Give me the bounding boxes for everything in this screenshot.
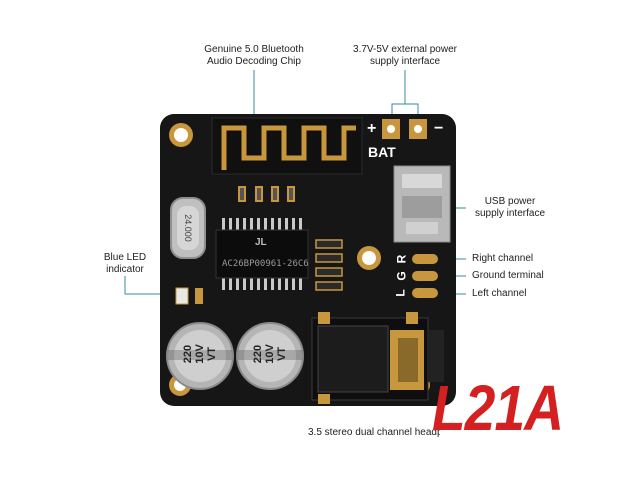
- power-callout-label: 3.7V-5V external power supply interface: [345, 44, 465, 68]
- chip-callout-label: Genuine 5.0 Bluetooth Audio Decoding Chi…: [196, 44, 312, 68]
- capacitor-array: [315, 239, 343, 291]
- power-callout-line2: supply interface: [369, 56, 441, 67]
- right-channel-pad: [412, 254, 438, 264]
- antenna-trace: [221, 125, 356, 170]
- lgr-label-l: L: [393, 289, 408, 297]
- battery-plus-mark: +: [367, 120, 377, 137]
- capacitor-2-marking: 220 10V VT: [252, 330, 288, 378]
- headphone-jack-label: 3.5 stereo dual channel headp: [308, 427, 440, 438]
- right-channel-label: Right channel: [472, 253, 534, 264]
- chip-callout-line1: Genuine 5.0 Bluetooth: [204, 44, 304, 55]
- lgr-label-g: G: [394, 271, 409, 281]
- led-callout-line2: indicator: [106, 264, 144, 275]
- capacitor-2-line2: 10V: [264, 344, 276, 364]
- decoding-chip: [215, 218, 309, 290]
- capacitor-1-line1: 220: [182, 344, 194, 364]
- led-callout-label: Blue LED indicator: [96, 252, 154, 276]
- ground-terminal-label: Ground terminal: [472, 270, 544, 281]
- usb-callout-line2: supply interface: [474, 208, 546, 219]
- usb-callout-line1: USB power: [484, 196, 536, 207]
- power-callout-line1: 3.7V-5V external power: [353, 44, 457, 55]
- electrolytic-capacitor-2: [236, 322, 304, 390]
- chip-logo: JL: [255, 237, 267, 248]
- led-resistor: [195, 288, 203, 304]
- capacitor-2-line3: VT: [276, 346, 288, 362]
- model-name: L21A: [432, 372, 564, 444]
- capacitor-2-line1: 220: [252, 344, 264, 364]
- capacitor-1-line2: 10V: [194, 344, 206, 364]
- capacitor-1-line3: VT: [206, 346, 218, 362]
- left-channel-pad: [412, 288, 438, 298]
- led-callout-line1: Blue LED: [103, 252, 147, 263]
- crystal-marking: 24.000: [183, 214, 193, 242]
- headphone-jack: [311, 312, 444, 404]
- chip-callout-line2: Audio Decoding Chip: [207, 56, 301, 67]
- blue-led: [175, 287, 189, 305]
- electrolytic-capacitor-1: [166, 322, 234, 390]
- power-callout-line-b: [405, 103, 419, 117]
- bat-label: BAT: [368, 144, 396, 160]
- usb-callout-label: USB power supply interface: [468, 196, 552, 220]
- ground-pad: [412, 271, 438, 281]
- battery-minus-mark: −: [434, 120, 444, 137]
- chip-marking: AC26BP00961-26C6: [222, 259, 309, 269]
- capacitor-1-marking: 220 10V VT: [182, 330, 218, 378]
- lgr-label-r: R: [394, 254, 409, 264]
- power-callout-line-a: [391, 70, 406, 117]
- left-channel-label: Left channel: [472, 288, 527, 299]
